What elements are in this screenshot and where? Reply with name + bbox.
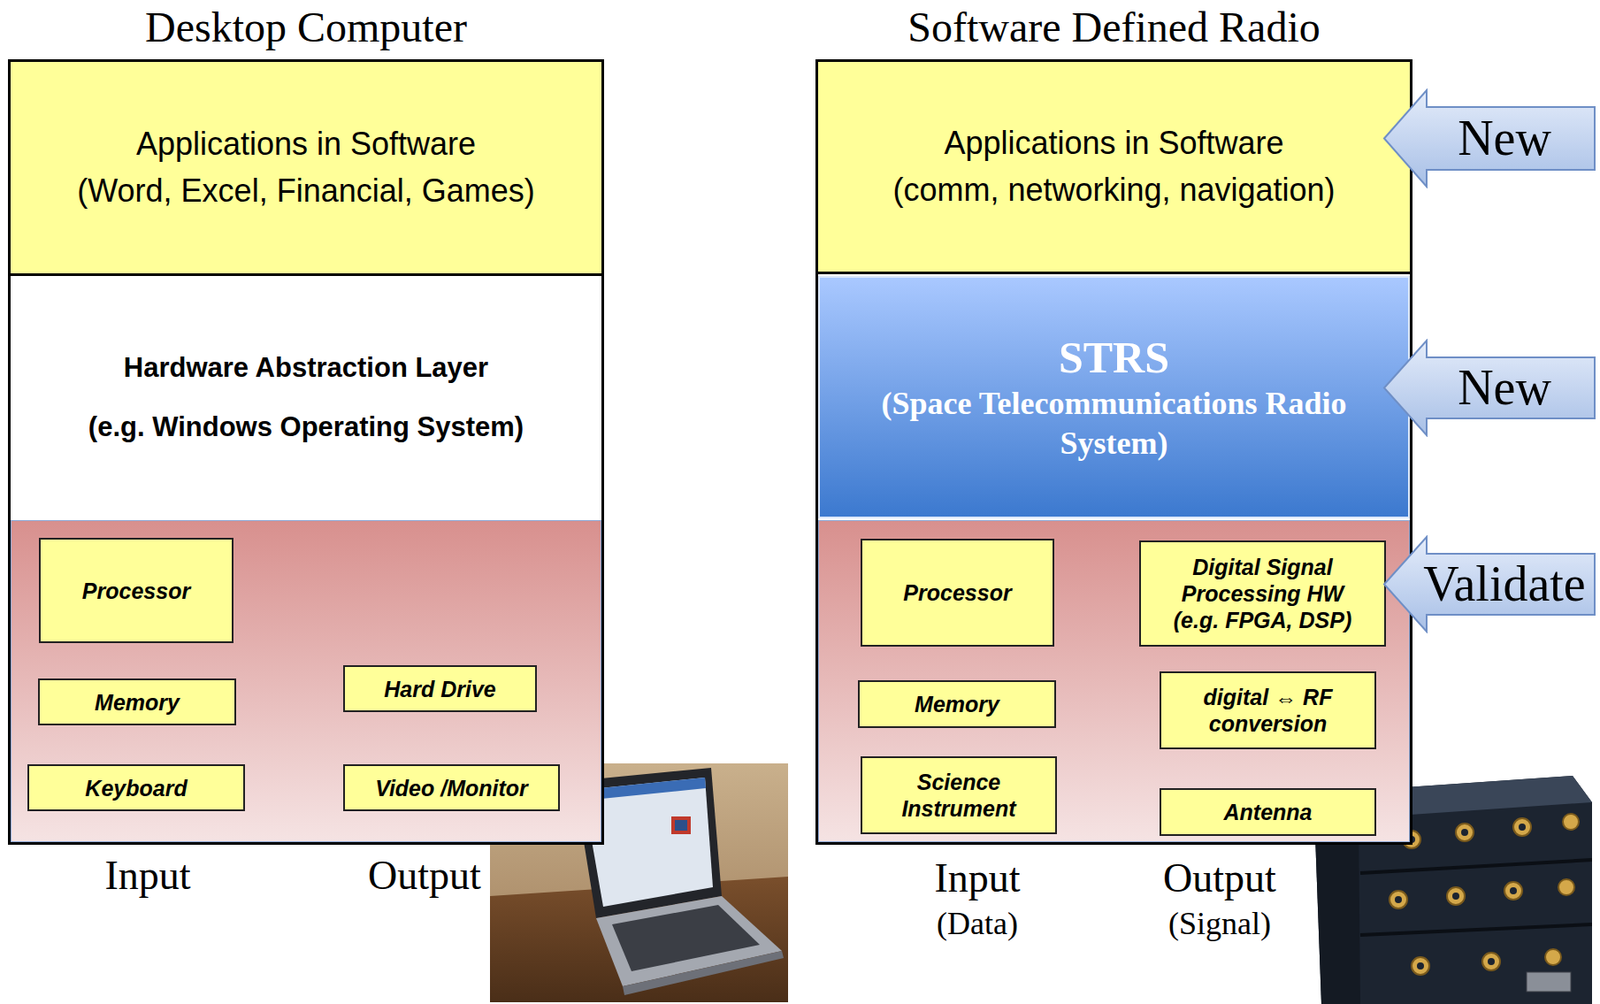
arrow-text-area: Validate bbox=[1412, 535, 1597, 634]
node-text: Video /Monitor bbox=[375, 774, 529, 802]
column-title: Software Defined Radio bbox=[818, 1, 1410, 54]
node-text: digital ⇔ RF conversion bbox=[1166, 683, 1370, 737]
node-text: Science Instrument bbox=[867, 768, 1050, 822]
block-arrow-outline bbox=[1384, 90, 1595, 187]
io-label: (Data) bbox=[936, 904, 1019, 943]
io-label: Input bbox=[933, 853, 1020, 903]
column-title: Desktop Computer bbox=[10, 1, 602, 54]
io-label: Output bbox=[1163, 853, 1277, 903]
system-stack: Desktop ComputerApplications in Software… bbox=[7, 59, 605, 845]
callout-arrow: New bbox=[1382, 88, 1597, 189]
node-text: New bbox=[1457, 111, 1552, 167]
component-box: Hard Drive bbox=[343, 665, 537, 712]
node-text: (e.g. Windows Operating System) bbox=[88, 410, 524, 444]
block-arrow-outline bbox=[1384, 536, 1595, 632]
node-text: Memory bbox=[94, 688, 180, 716]
node-text: (e.g. FPGA, DSP) bbox=[1173, 606, 1352, 634]
io-label: (Signal) bbox=[1168, 904, 1271, 943]
node-text: (Word, Excel, Financial, Games) bbox=[76, 168, 535, 215]
callout-arrow: Validate bbox=[1382, 535, 1597, 634]
callout-arrow: New bbox=[1382, 338, 1597, 437]
node-text: Hardware Abstraction Layer bbox=[123, 351, 489, 384]
node-text: Memory bbox=[914, 690, 1000, 718]
component-box: Memory bbox=[38, 678, 237, 726]
component-box: Processor bbox=[860, 538, 1055, 647]
node-text: Hard Drive bbox=[383, 675, 496, 703]
software-layer: Applications in Software(comm, networkin… bbox=[818, 61, 1410, 275]
component-box: Video /Monitor bbox=[343, 764, 560, 812]
node-text: Processor bbox=[82, 577, 191, 605]
abstraction-layer: Hardware Abstraction Layer (e.g. Windows … bbox=[10, 275, 602, 519]
component-box: Processor bbox=[38, 537, 234, 644]
node-text: Applications in Software bbox=[943, 120, 1284, 167]
node-text: STRS bbox=[1058, 330, 1170, 384]
block-arrow-outline bbox=[1384, 340, 1595, 436]
node-text: Keyboard bbox=[84, 774, 187, 802]
arrow-text-area: New bbox=[1412, 338, 1597, 437]
component-box: Antenna bbox=[1159, 788, 1377, 836]
component-box: Science Instrument bbox=[860, 756, 1057, 835]
system-stack: Software Defined RadioApplications in So… bbox=[815, 59, 1413, 845]
component-box: Digital Signal Processing HW(e.g. FPGA, … bbox=[1139, 540, 1386, 647]
component-box: digital ⇔ RF conversion bbox=[1159, 671, 1377, 750]
arrow-text-area: New bbox=[1412, 88, 1597, 189]
node-text: (comm, networking, navigation) bbox=[892, 167, 1335, 214]
node-text: Applications in Software bbox=[136, 121, 476, 168]
node-text: Processor bbox=[903, 579, 1011, 606]
io-label: Output bbox=[367, 850, 482, 900]
node-text: Validate bbox=[1423, 557, 1585, 613]
node-text: (Space Telecommunications Radio System) bbox=[875, 383, 1354, 464]
node-text: Digital Signal Processing HW bbox=[1146, 553, 1379, 607]
strs-layer: STRS(Space Telecommunications Radio Syst… bbox=[818, 275, 1410, 519]
software-layer: Applications in Software(Word, Excel, Fi… bbox=[10, 61, 602, 276]
io-label: Input bbox=[104, 850, 191, 900]
component-box: Memory bbox=[857, 680, 1057, 728]
component-box: Keyboard bbox=[27, 764, 245, 812]
node-text: Antenna bbox=[1224, 798, 1313, 826]
node-text: New bbox=[1457, 360, 1552, 416]
